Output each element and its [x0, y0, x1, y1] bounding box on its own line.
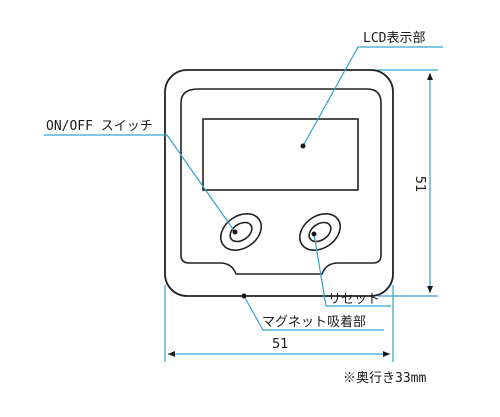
reset-label: リセット: [328, 292, 380, 307]
reset-button: [298, 213, 342, 251]
height-dimension-label: 51: [412, 176, 427, 193]
lcd-display: [202, 118, 359, 191]
height-arrow-bottom: [427, 286, 433, 293]
width-arrow-left: [168, 351, 175, 357]
device-outer-body: [164, 69, 394, 297]
on-off-button: [219, 213, 263, 251]
power-switch-leader-dot: [232, 229, 238, 235]
reset-leader-dot: [311, 231, 317, 237]
width-arrow-right: [383, 351, 390, 357]
lcd-label: LCD表示部: [363, 31, 425, 46]
reset-leader-line: [313, 233, 391, 307]
power-switch-label: ON/OFF スイッチ: [46, 119, 153, 134]
power-switch-leader-line: [44, 134, 236, 233]
magnet-label: マグネット吸着部: [262, 314, 366, 330]
device-inner-bezel: [180, 88, 382, 275]
magnet-leader-line: [243, 295, 384, 331]
lcd-leader-dot: [300, 143, 306, 149]
height-arrow-top: [427, 73, 433, 80]
width-dimension-label: 51: [272, 337, 289, 352]
lcd-leader-line: [302, 46, 443, 147]
magnet-leader-dot: [241, 293, 247, 299]
depth-note: ※奥行き33mm: [343, 371, 426, 386]
